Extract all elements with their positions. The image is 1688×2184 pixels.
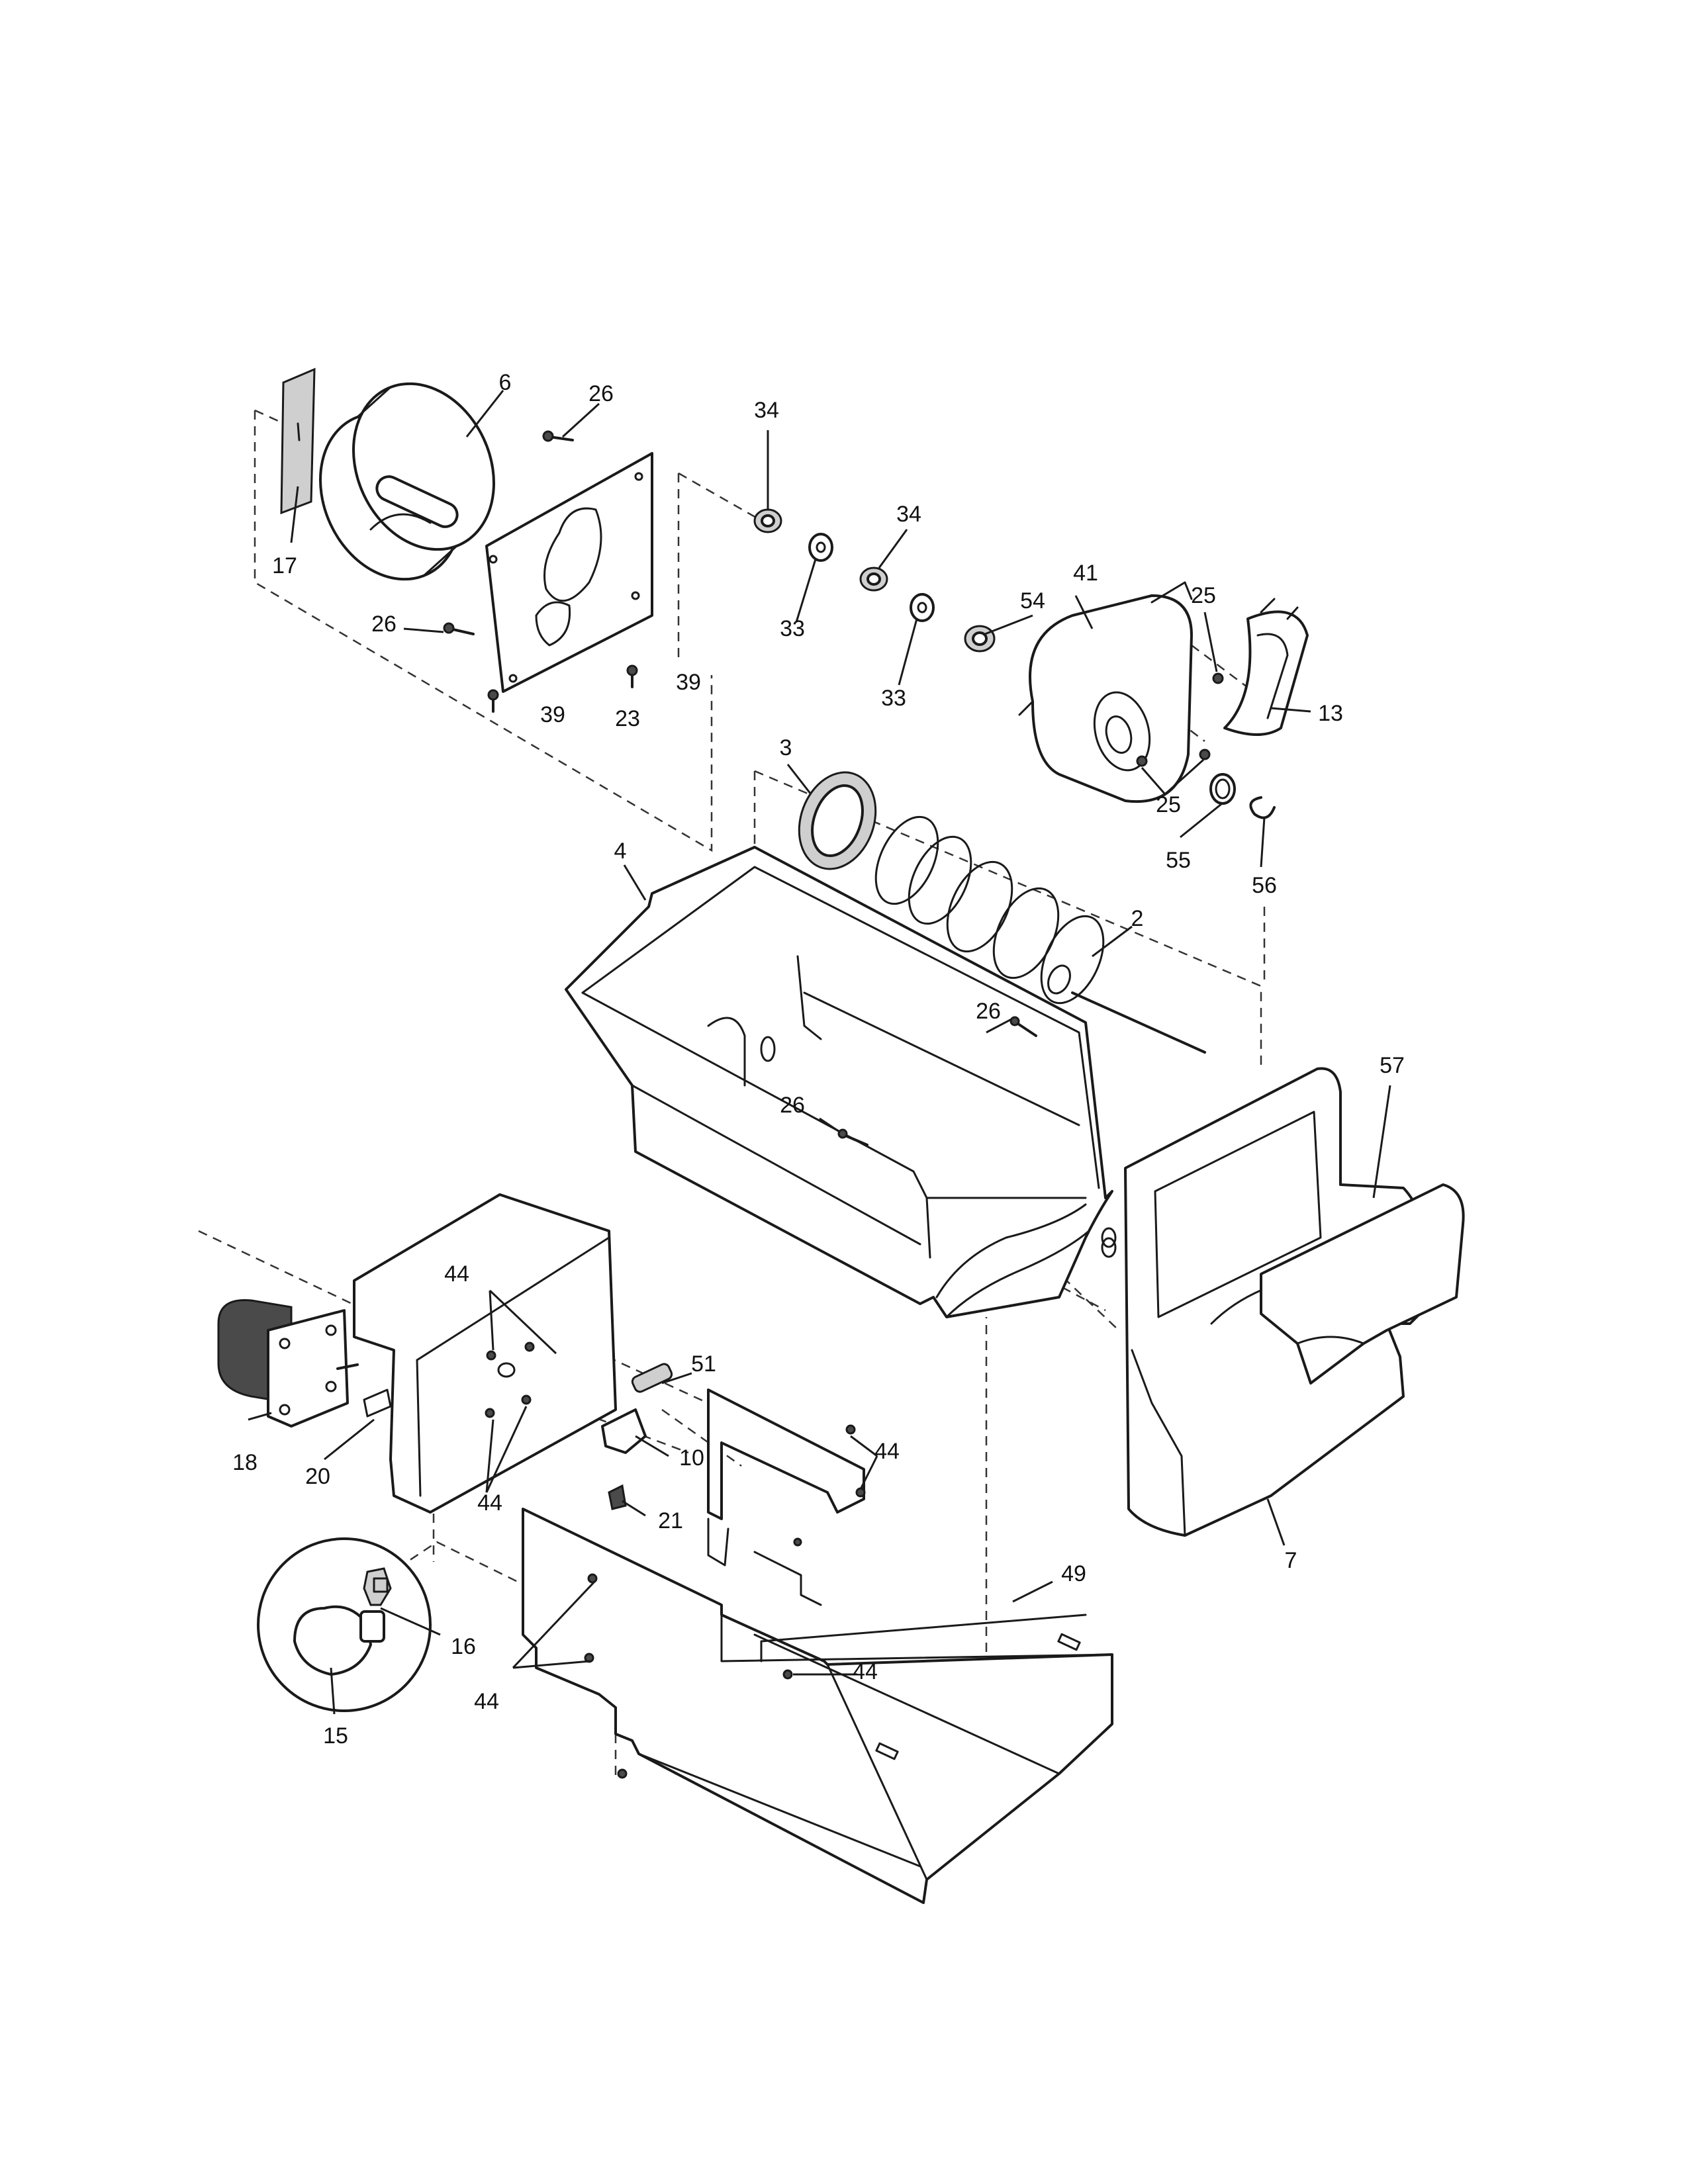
- callout-15: 15: [323, 1723, 348, 1749]
- callout-39: 39: [676, 670, 701, 695]
- callout-4: 4: [614, 839, 627, 864]
- bucket-screws: [837, 1016, 1037, 1146]
- callout-10: 10: [679, 1445, 704, 1471]
- part-3-auger-ring: [798, 771, 877, 870]
- callout-26: 26: [780, 1093, 805, 1118]
- part-4-ice-bucket: [565, 846, 1113, 1318]
- callout-25: 25: [1156, 792, 1181, 817]
- callout-41: 41: [1073, 561, 1098, 586]
- callout-26: 26: [588, 381, 614, 406]
- part-57-dispenser-flap: [1260, 1183, 1465, 1385]
- switch-mounting-plate: [707, 1388, 866, 1606]
- callout-55: 55: [1166, 848, 1191, 873]
- callout-49: 49: [1061, 1561, 1086, 1586]
- callout-13: 13: [1318, 701, 1343, 726]
- callout-56: 56: [1252, 873, 1277, 898]
- callout-7: 7: [1285, 1548, 1297, 1573]
- callout-44: 44: [477, 1490, 502, 1516]
- part-17-filter-pad: [280, 367, 316, 515]
- part-49-housing: [522, 1508, 1113, 1904]
- callout-3: 3: [780, 735, 792, 760]
- callout-20: 20: [305, 1464, 330, 1489]
- bushings-and-washers: [753, 508, 996, 653]
- callout-26: 26: [371, 612, 397, 637]
- part-10-actuator: [601, 1408, 647, 1454]
- callout-25: 25: [1191, 583, 1216, 608]
- callout-57: 57: [1380, 1053, 1405, 1078]
- callout-labels: 6 26 17 26 39 23 39 34 34 33 33 54 41 25…: [232, 370, 1405, 1749]
- callout-21: 21: [658, 1508, 683, 1533]
- callout-34: 34: [896, 502, 921, 527]
- part-23-mounting-plate: [485, 452, 653, 693]
- callout-17: 17: [272, 553, 297, 578]
- callout-16: 16: [451, 1634, 476, 1659]
- callout-26: 26: [976, 999, 1001, 1024]
- leader-lines: [248, 390, 1391, 1715]
- part-20-motor-bracket: [353, 1193, 617, 1514]
- callout-44: 44: [444, 1261, 469, 1287]
- callout-54: 54: [1020, 588, 1045, 614]
- callout-33: 33: [780, 616, 805, 641]
- callout-2: 2: [1131, 906, 1144, 931]
- callout-34: 34: [754, 398, 779, 423]
- callout-33: 33: [881, 686, 906, 711]
- part-51-switch: [631, 1363, 673, 1393]
- part-18-motor: [217, 1298, 359, 1428]
- callout-44: 44: [874, 1439, 900, 1464]
- callout-6: 6: [499, 370, 512, 395]
- callout-18: 18: [232, 1450, 258, 1475]
- callout-44: 44: [853, 1659, 878, 1684]
- part-41-housing: [1018, 581, 1193, 803]
- part-2-auger-spiral: [874, 815, 1206, 1054]
- lamp-detail-inset: [257, 1537, 432, 1712]
- callout-39: 39: [540, 702, 565, 727]
- part-21-clip: [608, 1484, 627, 1510]
- callout-51: 51: [691, 1351, 716, 1377]
- rings-55-56: [1209, 773, 1276, 819]
- housing-screws: [1136, 672, 1224, 767]
- part-13-flap: [1223, 598, 1309, 736]
- callout-23: 23: [615, 706, 640, 731]
- part-6-fan-wheel: [319, 382, 495, 581]
- plate-screws: [443, 430, 638, 713]
- callout-44: 44: [474, 1689, 499, 1714]
